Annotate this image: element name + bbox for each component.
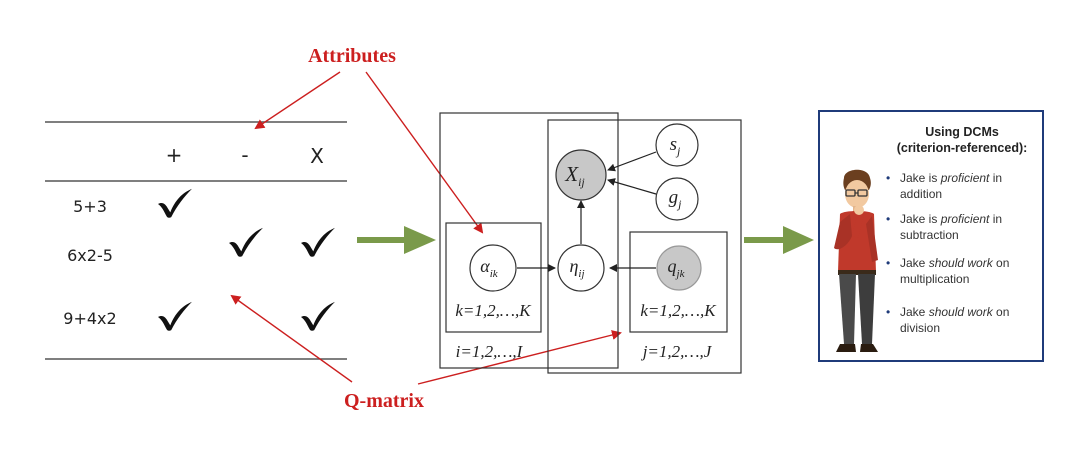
plate-k-right	[629, 231, 728, 333]
dcm-findings-list: Jake is proficient in addition Jake is p…	[886, 170, 1044, 336]
plate-k-left-label: k=1,2,…,K	[455, 301, 532, 320]
node-g-label: gj	[669, 187, 683, 211]
node-q-label: qjk	[668, 256, 686, 280]
dcm-title: Using DCMs (criterion-referenced):	[882, 124, 1042, 156]
check-mark-icon	[301, 227, 335, 257]
node-x-ij	[555, 149, 607, 201]
column-header-minus: -	[241, 143, 248, 167]
qmatrix-arrow-to-table	[230, 294, 353, 383]
list-item: Jake is proficient in addition	[886, 170, 1044, 202]
check-marks	[158, 188, 335, 331]
node-q-jk	[656, 245, 702, 291]
check-mark-icon	[158, 301, 192, 331]
green-arrow-left	[357, 226, 436, 254]
column-header-plus: +	[166, 143, 183, 167]
node-g-j	[655, 177, 699, 221]
check-mark-icon	[301, 301, 335, 331]
attributes-label: Attributes	[308, 45, 396, 67]
edge-g-x	[607, 178, 657, 195]
check-mark-icon	[158, 188, 192, 218]
dcm-title-line1: Using DCMs	[925, 125, 999, 139]
qmatrix-label: Q-matrix	[344, 390, 424, 412]
row-label-3: 9+4x2	[63, 309, 116, 328]
node-alpha-label: αik	[480, 256, 499, 280]
check-mark-icon	[229, 227, 263, 257]
attributes-arrow-to-table	[254, 71, 341, 130]
row-label-1: 5+3	[73, 197, 107, 216]
node-eta-ij	[557, 244, 605, 292]
row-label-2: 6x2-5	[67, 246, 113, 265]
qmatrix-arrow-to-q	[417, 330, 622, 385]
person-illustration	[834, 169, 878, 352]
list-item: Jake should work on multiplication	[886, 255, 1044, 287]
attributes-arrow-to-alpha	[365, 71, 484, 234]
green-arrow-right	[744, 226, 814, 254]
plate-k-left	[445, 222, 542, 333]
dcm-result-box: Using DCMs (criterion-referenced): Jake …	[818, 110, 1044, 362]
node-s-label: sj	[670, 134, 681, 158]
node-alpha-ik	[469, 244, 517, 292]
node-eta-label: ηij	[569, 256, 584, 280]
node-s-j	[655, 123, 699, 167]
edge-s-x	[607, 151, 657, 172]
plate-j-label: j=1,2,…,J	[641, 342, 713, 361]
node-x-label: Xij	[564, 162, 585, 189]
plate-k-right-label: k=1,2,…,K	[640, 301, 717, 320]
list-item: Jake is proficient in subtraction	[886, 211, 1044, 243]
plate-j	[547, 119, 742, 374]
attribute-table: + - X 5+3 6x2-5 9+4x2	[45, 121, 347, 360]
graphical-model: Xij sj gj αik ηij qjk k=1,2,…,K k=1,2,…,…	[439, 112, 742, 374]
list-item: Jake should work on division	[886, 304, 1044, 336]
dcm-title-line2: (criterion-referenced):	[896, 141, 1028, 155]
plate-i	[439, 112, 619, 369]
plate-i-label: i=1,2,…,I	[456, 342, 524, 361]
column-header-times: X	[310, 144, 324, 168]
